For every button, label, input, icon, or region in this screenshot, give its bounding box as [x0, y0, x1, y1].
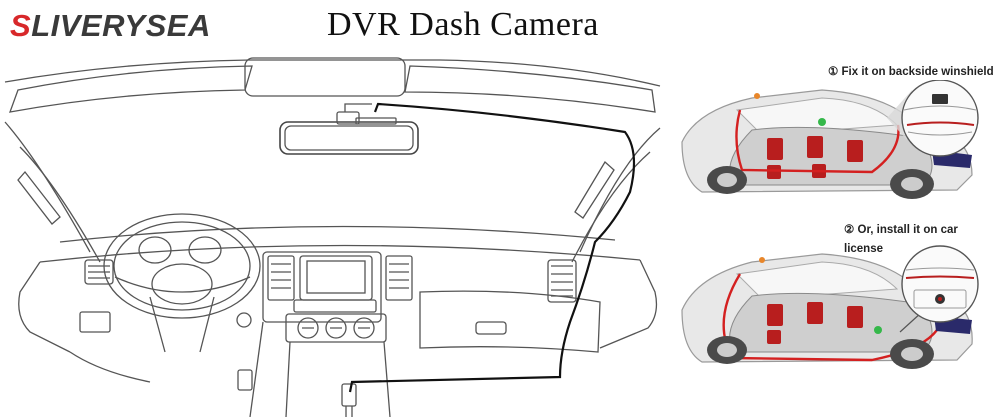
- install-step-1-caption: ① Fix it on backside winshield: [828, 66, 994, 78]
- page-title: DVR Dash Camera: [327, 6, 599, 43]
- brand-logo-rest: LIVERYSEA: [31, 8, 211, 43]
- car-cutaway-license-plate: [681, 245, 979, 369]
- brand-logo: SLIVERYSEA: [10, 8, 211, 44]
- install-step-2-line-1: ② Or, install it on car license: [844, 224, 958, 255]
- dashboard-illustration: [4, 57, 661, 417]
- car-cutaway-windshield: [681, 80, 979, 199]
- brand-logo-first-letter: S: [10, 8, 32, 43]
